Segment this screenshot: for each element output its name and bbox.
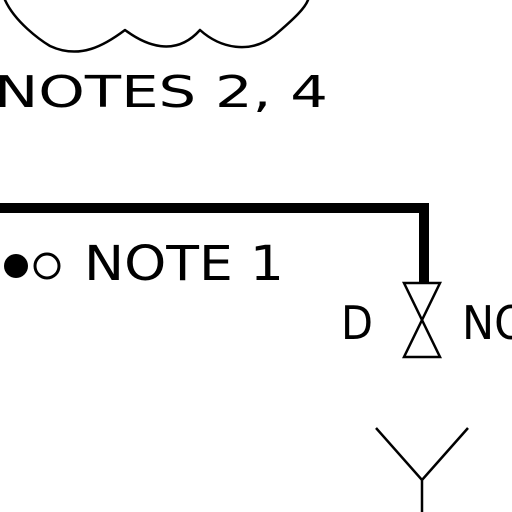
revision-cloud (3, 0, 310, 53)
filled-connection-dot (4, 254, 28, 278)
y-junction-icon (375, 427, 469, 512)
note-reference-label: NOTE 1 (84, 236, 284, 292)
valve-tag-label: D (341, 296, 373, 350)
notes-reference-label: NOTES 2, 4 (0, 67, 328, 118)
gate-valve-icon (402, 281, 442, 359)
open-connection-circle (33, 252, 61, 280)
valve-note-label: NO (462, 296, 512, 350)
process-line (0, 203, 429, 283)
